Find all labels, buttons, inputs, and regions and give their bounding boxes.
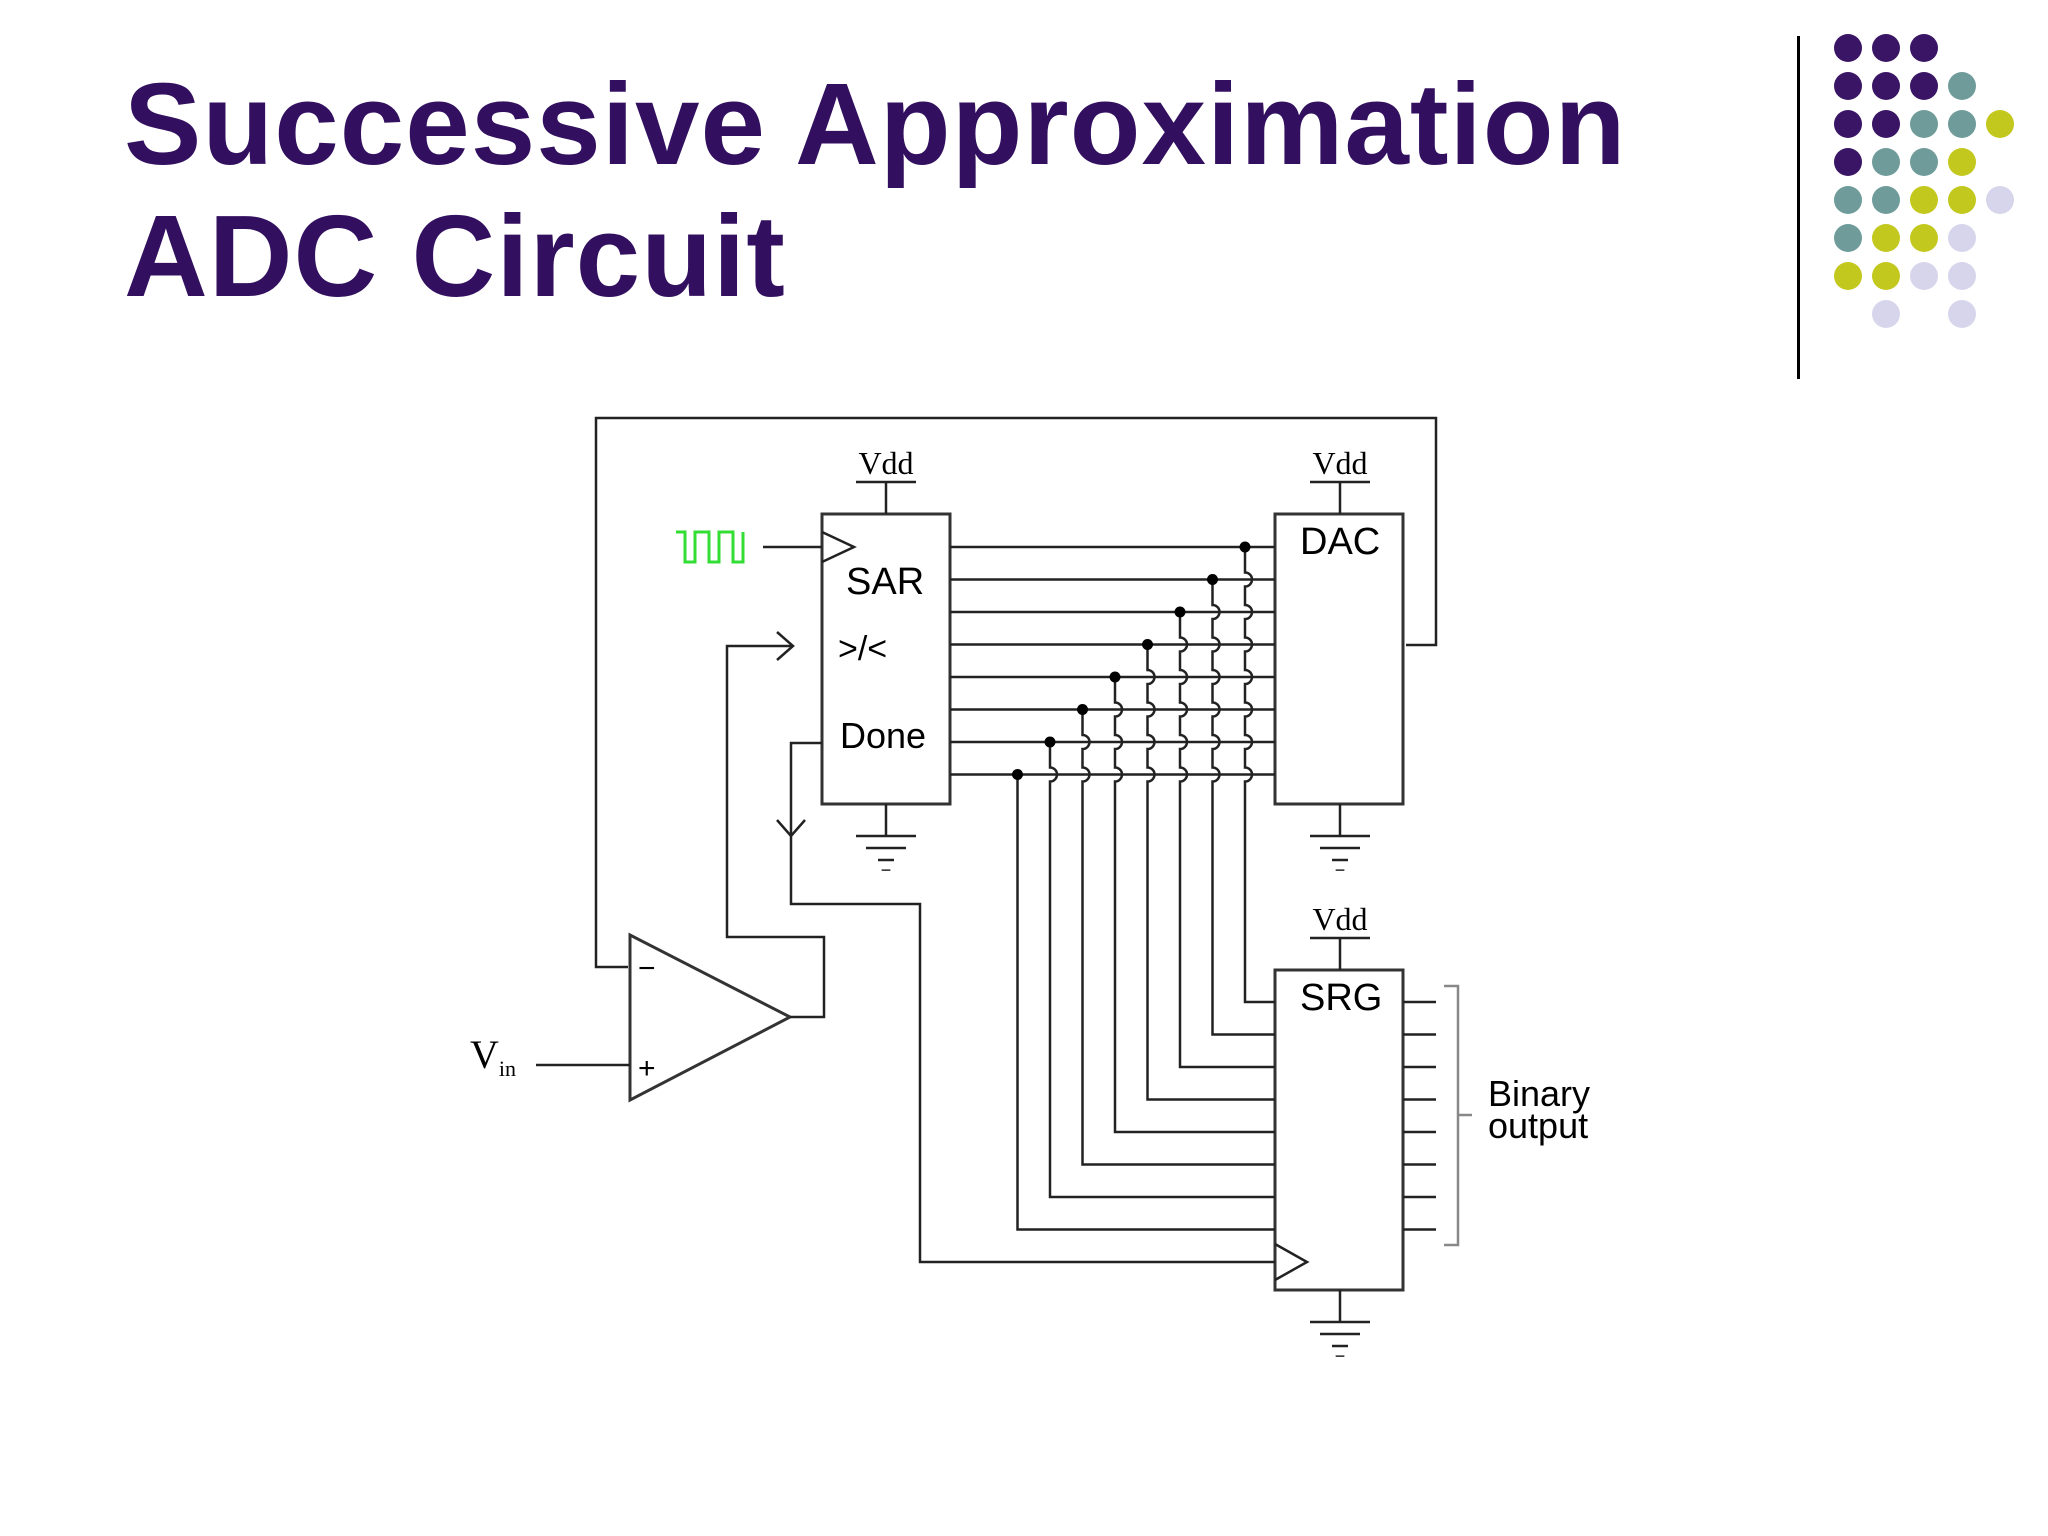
sar-vdd-label: Vdd — [858, 445, 913, 481]
bit-tap-wire — [1081, 709, 1275, 1166]
dac-label: DAC — [1300, 521, 1380, 563]
slide-title: Successive Approximation ADC Circuit — [124, 58, 1626, 322]
junction-dot — [1174, 606, 1186, 618]
junction-dot — [1044, 736, 1056, 748]
vin-label: Vin — [470, 1032, 516, 1081]
sar-done-label: Done — [840, 715, 926, 756]
decor-dot — [1948, 262, 1976, 290]
comparator-minus-sign: − — [638, 952, 656, 985]
srg-label: SRG — [1300, 977, 1382, 1019]
slide-title-line-1: Successive Approximation — [124, 59, 1627, 189]
decor-dot — [1910, 224, 1938, 252]
decor-dot — [1948, 300, 1976, 328]
decor-dot — [1834, 262, 1862, 290]
decor-dot — [1834, 186, 1862, 214]
decor-dot — [1910, 148, 1938, 176]
decor-dot — [1872, 186, 1900, 214]
decor-dot — [1872, 300, 1900, 328]
decor-dot — [1872, 262, 1900, 290]
sar-compare-label: >/< — [838, 630, 887, 668]
decor-dot — [1834, 34, 1862, 62]
decor-dot — [1872, 72, 1900, 100]
junction-dot — [1109, 671, 1121, 683]
srg-clock-input-marker — [1274, 1242, 1310, 1282]
compare-input-arrow — [776, 631, 795, 661]
dac-feedback-wire — [594, 416, 1438, 969]
bit-tap-wire — [1211, 579, 1275, 1036]
decor-dot — [1834, 110, 1862, 138]
decor-dot — [1986, 110, 2014, 138]
junction-dot — [1077, 704, 1088, 715]
done-wire — [789, 741, 1275, 1264]
decor-dot — [1872, 110, 1900, 138]
bit-tap-wire — [1243, 547, 1275, 1004]
binary-output-label-line-1: Binary — [1488, 1073, 1590, 1114]
header-divider — [1797, 36, 1800, 379]
comparator-output-wire — [725, 644, 826, 1019]
decor-dot — [1948, 110, 1976, 138]
junction-dot — [1142, 639, 1153, 650]
comparator — [628, 932, 794, 1103]
sar-clock-input-marker — [821, 530, 857, 564]
decor-dot — [1910, 72, 1938, 100]
junction-dot — [1012, 769, 1023, 780]
srg-ground-sign: − — [1335, 1346, 1346, 1366]
bit-tap-wire — [1178, 612, 1275, 1069]
comparator-plus-sign: + — [638, 1052, 656, 1085]
junction-dot — [1207, 574, 1218, 585]
decor-dot — [1948, 224, 1976, 252]
decor-dot — [1948, 186, 1976, 214]
dot-grid-icon — [1834, 34, 2014, 328]
binary-output-bracket — [1444, 984, 1460, 1247]
decor-dot — [1910, 186, 1938, 214]
decor-dot — [1834, 72, 1862, 100]
bit-tap-wire — [1113, 677, 1275, 1134]
decor-dot — [1986, 186, 2014, 214]
decor-dot — [1910, 34, 1938, 62]
decor-dot — [1910, 110, 1938, 138]
decor-dot — [1872, 224, 1900, 252]
decor-dot — [1834, 224, 1862, 252]
sar-label: SAR — [846, 561, 924, 603]
decor-dot — [1872, 148, 1900, 176]
decor-dot — [1948, 148, 1976, 176]
slide-title-line-2: ADC Circuit — [124, 191, 786, 321]
decor-dot — [1910, 262, 1938, 290]
decor-dot — [1834, 148, 1862, 176]
srg-vdd-label: Vdd — [1312, 901, 1367, 937]
done-arrow — [776, 819, 806, 838]
bit-tap-wire — [1146, 644, 1275, 1101]
bit-tap-wire — [1048, 742, 1275, 1199]
decor-dot — [1948, 72, 1976, 100]
bit-tap-wire — [1016, 774, 1275, 1231]
clock-signal-icon — [676, 530, 745, 564]
sar-bit-bus — [950, 541, 1436, 1231]
sar-ground-sign: − — [881, 860, 892, 880]
dac-ground-sign: − — [1335, 860, 1346, 880]
dac-vdd-label: Vdd — [1312, 445, 1367, 481]
junction-dot — [1239, 541, 1251, 553]
decor-dot — [1872, 34, 1900, 62]
binary-output-label-line-2: output — [1488, 1105, 1588, 1146]
